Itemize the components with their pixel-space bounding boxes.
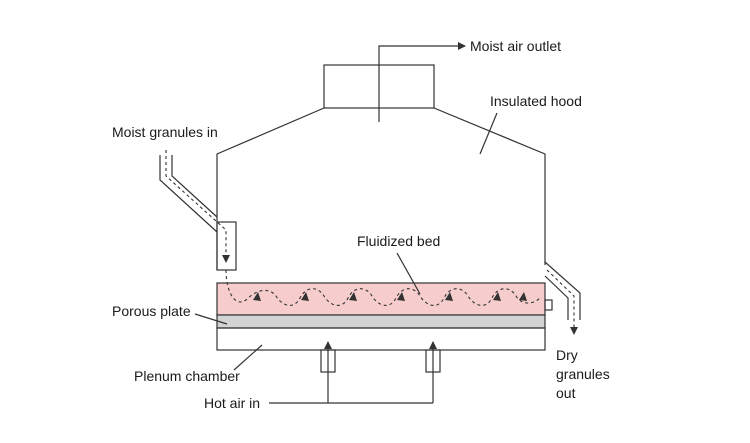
porous-plate-label: Porous plate (112, 303, 191, 319)
outlet-chute (544, 261, 581, 320)
flow-arrowhead (301, 292, 309, 301)
plenum-chamber (216, 327, 546, 351)
dry-granules-out-label-line-3: out (556, 385, 576, 401)
insulated-hood-leader (479, 112, 498, 155)
moist-air-outlet-label: Moist air outlet (470, 38, 561, 54)
dry-granules-out-label-line-2: granules (556, 366, 610, 382)
flow-arrowhead (445, 292, 453, 301)
hot-air-in-label: Hot air in (204, 395, 260, 411)
plenum-chamber-label: Plenum chamber (134, 368, 240, 384)
dry-granules-out-label-line-1: Dry (556, 347, 578, 363)
moist-granules-in-label: Moist granules in (112, 124, 218, 140)
granule-flow-wave (225, 269, 541, 306)
insulated-hood-label: Insulated hood (490, 93, 582, 109)
flow-arrowhead (253, 292, 261, 301)
flow-arrowhead (349, 292, 357, 301)
outlet-weir (544, 299, 553, 311)
inlet-chute (159, 155, 218, 233)
fluidized-bed (216, 282, 546, 316)
flow-arrowhead (397, 292, 405, 301)
moist-air-outlet-arrow (378, 42, 466, 122)
porous-plate-leader (194, 313, 228, 325)
granule-outflow-path (546, 269, 578, 335)
flow-arrowhead (519, 292, 527, 301)
porous-plate (216, 314, 546, 329)
fluidized-bed-leader (396, 252, 421, 295)
plenum-chamber-leader (233, 344, 263, 371)
hot-air-manifold (269, 372, 434, 404)
flow-arrowhead (493, 292, 501, 301)
fluidized-bed-label: Fluidized bed (357, 233, 440, 249)
granule-inflow-path (165, 150, 230, 263)
